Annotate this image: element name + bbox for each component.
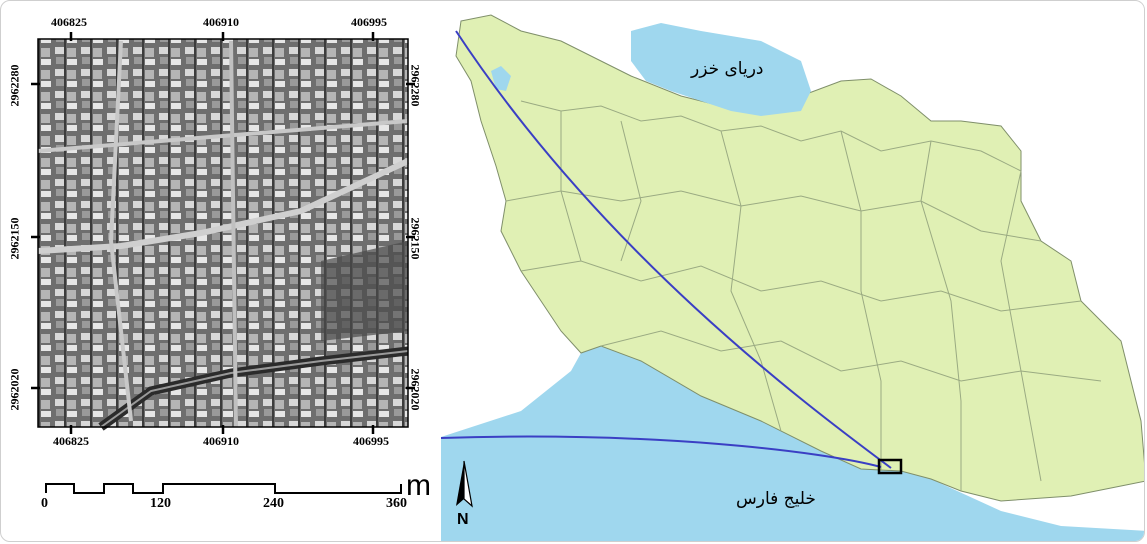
y-tick-left-3: 2962020 [7, 368, 22, 411]
callout-line-top [455, 30, 892, 469]
y-tick-left-2: 2962150 [7, 217, 22, 260]
x-tick-top-2: 406910 [203, 15, 239, 29]
y-tick-right-1: 2962280 [408, 64, 423, 107]
x-tick-top-1: 406825 [51, 15, 87, 29]
north-label: N [457, 511, 469, 528]
scale-label-0: 0 [41, 496, 48, 511]
study-area-box [877, 458, 903, 475]
y-tick-left-1: 2962280 [7, 64, 22, 107]
gulf-water [441, 346, 1144, 541]
x-tick-bottom-2: 406910 [203, 434, 239, 448]
scale-label-240: 240 [263, 496, 284, 511]
scale-label-120: 120 [150, 496, 171, 511]
x-tick-bottom-3: 406995 [353, 434, 389, 448]
x-tick-bottom-1: 406825 [53, 434, 89, 448]
caspian-label: دریای خزر [691, 59, 764, 79]
caspian-water [631, 23, 811, 116]
scale-unit: m [406, 469, 431, 502]
y-tick-right-2: 2962150 [408, 217, 423, 260]
gulf-label: خلیج فارس [736, 489, 816, 509]
x-tick-top-3: 406995 [351, 15, 387, 29]
y-tick-right-3: 2962020 [408, 368, 423, 411]
iran-map [440, 3, 1144, 541]
satellite-inset [31, 32, 415, 434]
scale-bar [45, 483, 402, 494]
callout-line-bottom [440, 435, 882, 468]
north-arrow-icon [456, 460, 473, 508]
scale-label-360: 360 [386, 496, 407, 511]
